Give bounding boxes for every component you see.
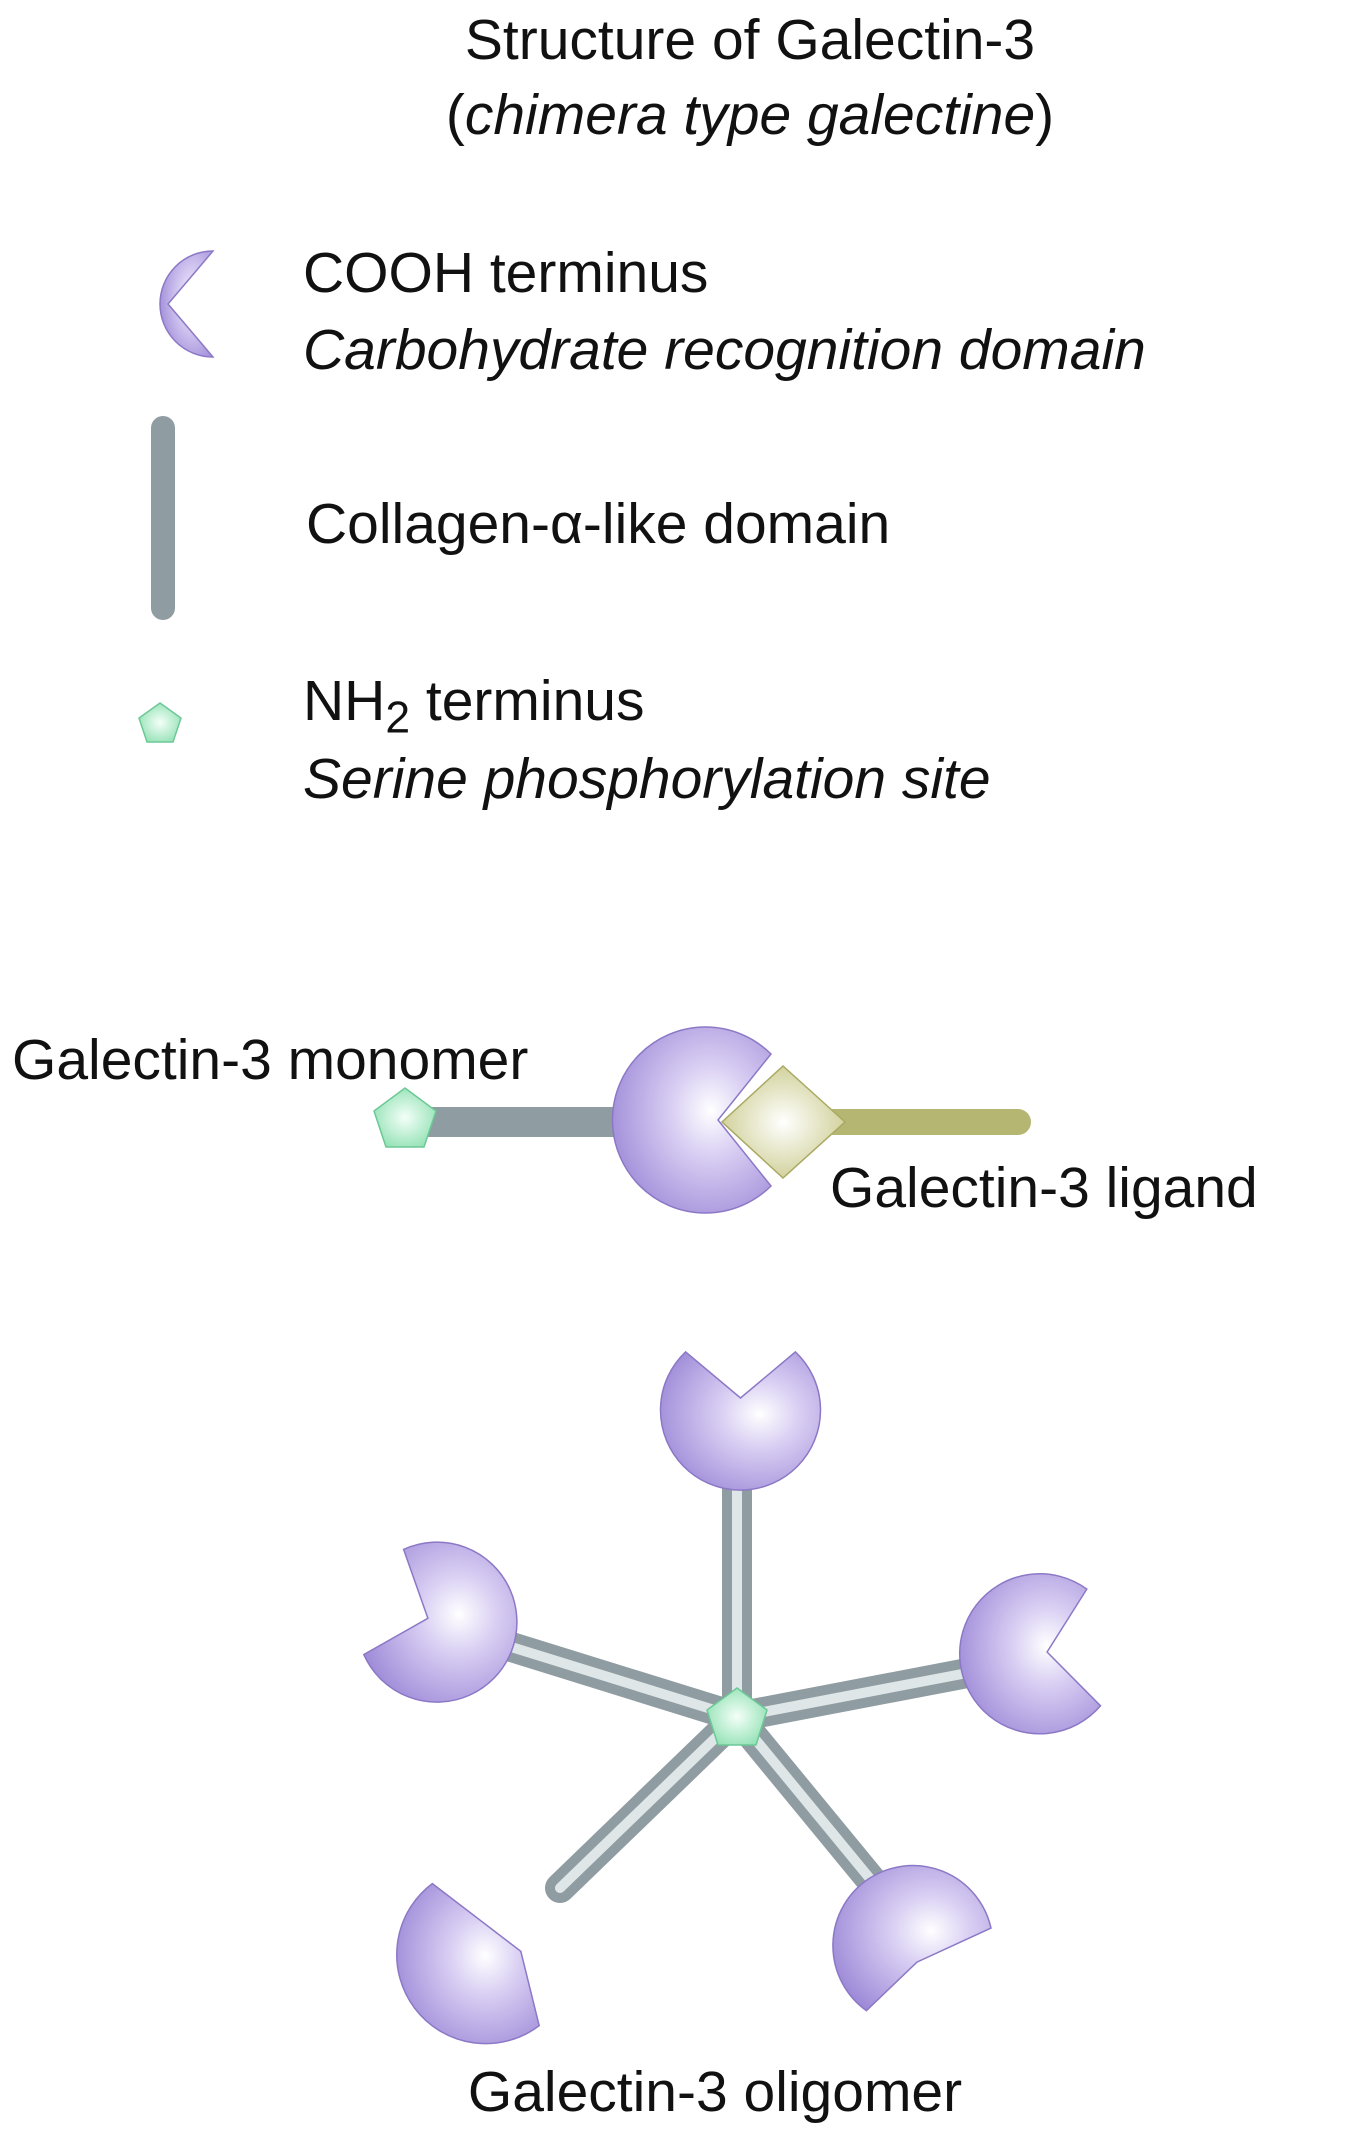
legend-collagen-label: Collagen-α-like domain — [306, 492, 891, 556]
monomer-group — [373, 1026, 1031, 1214]
title-line1: Structure of Galectin-3 — [464, 8, 1036, 72]
legend-crd-label: COOH terminus — [303, 241, 709, 305]
subtitle-italic: chimera type galectine — [464, 83, 1036, 147]
oligomer-rods — [477, 1448, 998, 1918]
monomer-crd — [611, 1026, 773, 1214]
oligomer-label: Galectin-3 oligomer — [467, 2060, 963, 2124]
legend-crd-sublabel: Carbohydrate recognition domain — [303, 318, 1146, 382]
pentagon-icon — [138, 702, 182, 743]
oligomer-crd-top — [659, 1350, 822, 1491]
figure-title: Structure of Galectin-3 — [330, 12, 1170, 69]
oligomer-crd-right — [958, 1573, 1102, 1735]
oligomer-crd-bottom-right — [832, 1864, 992, 2012]
monomer-label: Galectin-3 monomer — [12, 1028, 529, 1092]
oligomer-group — [362, 1350, 1102, 2045]
ligand-label: Galectin-3 ligand — [830, 1156, 1258, 1220]
oligomer-crd-bottom-left — [396, 1882, 541, 2045]
monomer-nh2-pentagon — [373, 1087, 437, 1148]
ligand-diamond — [720, 1064, 847, 1180]
oligomer-crd-left — [362, 1541, 518, 1703]
oligomer-nh2-pentagon — [706, 1687, 768, 1746]
figure-subtitle: (chimera type galectine) — [445, 83, 1055, 147]
pacman-crd-icon — [159, 250, 215, 358]
legend-nh2-sublabel: Serine phosphorylation site — [303, 747, 991, 811]
legend-nh2-label: NH2 terminus — [303, 669, 645, 743]
